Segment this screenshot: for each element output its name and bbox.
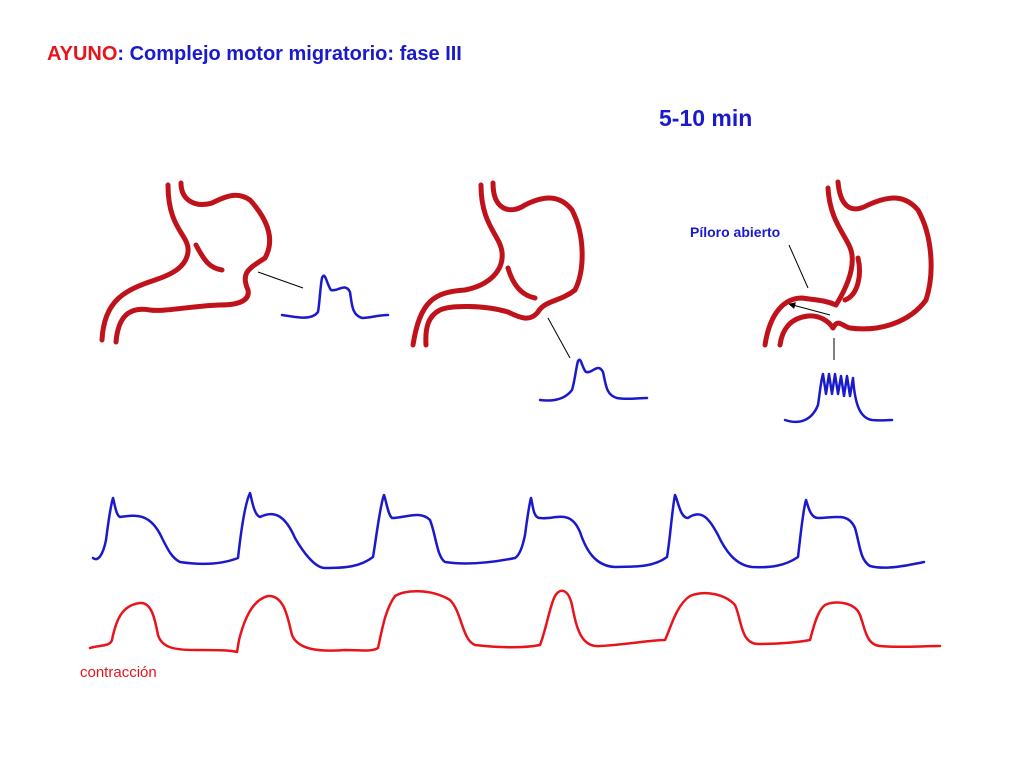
electrical-trace-stomach-2 — [538, 358, 649, 402]
leader-line-stomach-1 — [257, 271, 304, 289]
pylorus-open-label: Píloro abierto — [690, 224, 781, 240]
electrical-activity-long-trace — [91, 491, 926, 570]
title-prefix: AYUNO — [47, 43, 118, 65]
electrical-trace-stomach-1 — [280, 274, 390, 320]
electrical-trace-stomach-3 — [783, 372, 894, 424]
stomach-1-greater-curve — [193, 242, 225, 273]
stomach-2-greater-curve — [505, 265, 538, 301]
stomach-3-outer-wall — [762, 185, 855, 348]
title-rest: Complejo motor migratorio: fase III — [129, 43, 462, 65]
stomach-2 — [410, 180, 585, 348]
title-separator: : — [117, 43, 130, 65]
stomach-3-greater-curve — [842, 255, 862, 303]
stomach-1-outer-wall — [99, 182, 191, 343]
stomach-2-inner-wall — [423, 180, 585, 348]
retrograde-flow-arrow — [788, 302, 831, 316]
stomach-3-inner-wall — [777, 179, 934, 348]
stomach-2-outer-wall — [410, 182, 505, 348]
contraction-label: contracción — [80, 664, 157, 681]
slide-title: AYUNO: Complejo motor migratorio: fase I… — [47, 43, 462, 66]
contraction-trace — [88, 589, 942, 654]
duration-label: 5-10 min — [659, 105, 753, 131]
stomach-1 — [99, 180, 273, 345]
stomach-3 — [762, 179, 934, 348]
leader-line-pylorus-label — [788, 244, 809, 289]
leader-line-stomach-2 — [547, 317, 571, 359]
stomach-1-inner-wall — [113, 180, 273, 345]
